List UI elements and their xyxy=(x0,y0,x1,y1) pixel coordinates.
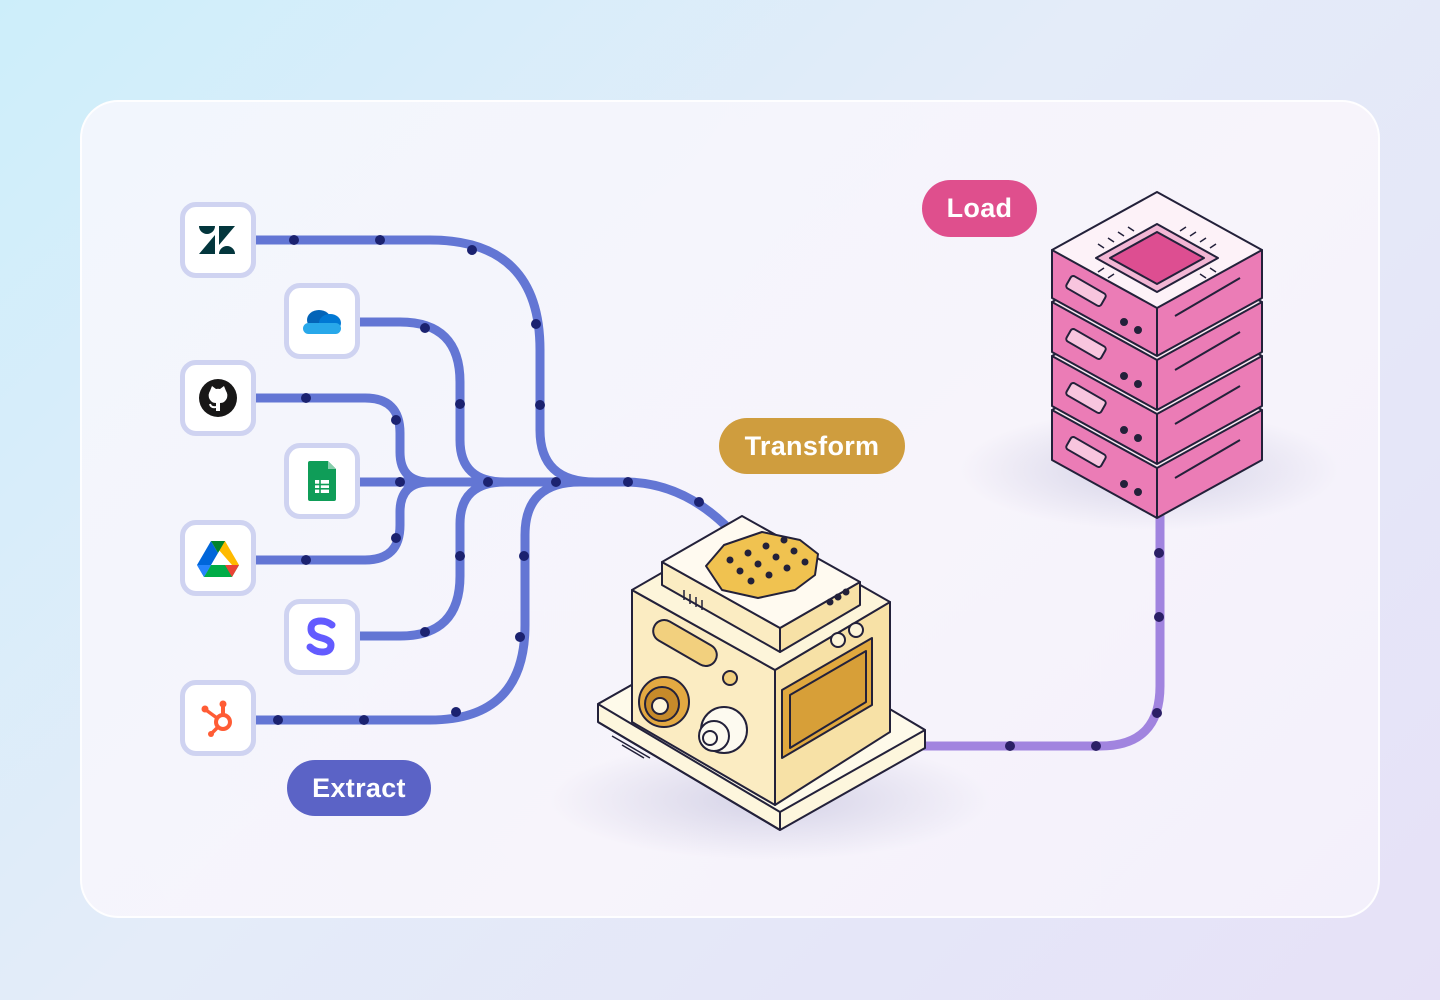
extract-line-dots xyxy=(273,235,704,725)
onedrive-tile[interactable] xyxy=(284,283,360,359)
load-label: Load xyxy=(922,180,1037,237)
stripe-icon xyxy=(306,617,336,656)
zendesk-tile[interactable] xyxy=(180,202,256,278)
hubspot-icon xyxy=(201,700,232,737)
google-drive-icon xyxy=(197,541,239,577)
stripe-tile[interactable] xyxy=(284,599,360,675)
github-tile[interactable] xyxy=(180,360,256,436)
load-line-dots xyxy=(1005,548,1164,751)
transform-machine xyxy=(597,515,926,831)
zendesk-icon xyxy=(199,226,235,254)
drive-line xyxy=(245,477,435,565)
google-sheets-icon xyxy=(308,461,336,501)
zendesk-line xyxy=(245,235,600,487)
github-icon xyxy=(199,379,237,417)
transform-label: Transform xyxy=(719,418,905,474)
extract-label: Extract xyxy=(287,760,431,816)
google-drive-tile[interactable] xyxy=(180,520,256,596)
hubspot-tile[interactable] xyxy=(180,680,256,756)
load-line xyxy=(895,507,1165,751)
onedrive-icon xyxy=(303,310,341,334)
google-sheets-tile[interactable] xyxy=(284,443,360,519)
server-stack xyxy=(1051,191,1263,519)
